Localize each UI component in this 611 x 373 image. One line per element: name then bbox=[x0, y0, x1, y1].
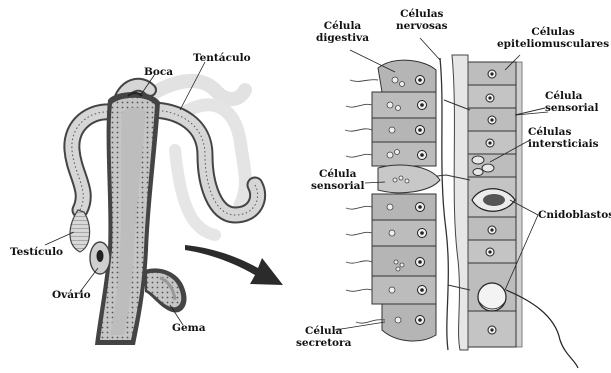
zoom-arrow bbox=[185, 245, 283, 285]
label-celula-sensorial-right: Célula sensorial bbox=[545, 90, 598, 114]
label-celulas-nervosas-line2: nervosas bbox=[396, 20, 448, 32]
label-ovario: Ovário bbox=[52, 289, 91, 301]
label-celula-sensorial-right-line2: sensorial bbox=[545, 102, 598, 114]
label-celulas-intersticiais-line1: Células bbox=[528, 126, 599, 138]
label-cnidoblastos: Cnidoblastos bbox=[538, 209, 611, 221]
label-celulas-nervosas: Células nervosas bbox=[396, 8, 448, 32]
label-celulas-nervosas-line1: Células bbox=[396, 8, 448, 20]
label-celulas-epit-line1: Células bbox=[497, 26, 609, 38]
label-celulas-intersticiais-line2: intersticiais bbox=[528, 138, 599, 150]
label-celula-digestiva-line1: Célula bbox=[316, 20, 369, 32]
label-celula-secretora-line2: secretora bbox=[296, 337, 351, 349]
label-celula-sensorial-left-line2: sensorial bbox=[311, 180, 364, 192]
tentacle-left bbox=[72, 112, 112, 210]
cnidoblast-capsule bbox=[483, 194, 505, 206]
mesoglea bbox=[452, 55, 468, 350]
label-celula-secretora-line1: Célula bbox=[296, 325, 351, 337]
label-testiculo: Testículo bbox=[10, 246, 63, 258]
label-tentaculo: Tentáculo bbox=[193, 52, 251, 64]
label-gema: Gema bbox=[172, 322, 206, 334]
tentacle-faded-1 bbox=[150, 81, 245, 99]
hydra-body bbox=[70, 81, 258, 345]
testiculo-shape bbox=[70, 210, 90, 252]
ovario-egg bbox=[97, 250, 104, 262]
label-celula-sensorial-right-line1: Célula bbox=[545, 90, 598, 102]
label-celulas-epiteliomusculares: Células epiteliomusculares bbox=[497, 26, 609, 50]
label-celula-digestiva-line2: digestiva bbox=[316, 32, 369, 44]
nerve-line bbox=[440, 58, 448, 350]
cnidoblast-lower bbox=[478, 283, 506, 311]
digestive-cells bbox=[345, 60, 440, 341]
label-celulas-intersticiais: Células intersticiais bbox=[528, 126, 599, 150]
label-celulas-epit-line2: epiteliomusculares bbox=[497, 38, 609, 50]
label-celula-sensorial-left: Célula sensorial bbox=[311, 168, 364, 192]
label-celula-secretora: Célula secretora bbox=[296, 325, 351, 349]
label-boca: Boca bbox=[144, 66, 173, 78]
label-celula-digestiva: Célula digestiva bbox=[316, 20, 369, 44]
label-celula-sensorial-left-line1: Célula bbox=[311, 168, 364, 180]
